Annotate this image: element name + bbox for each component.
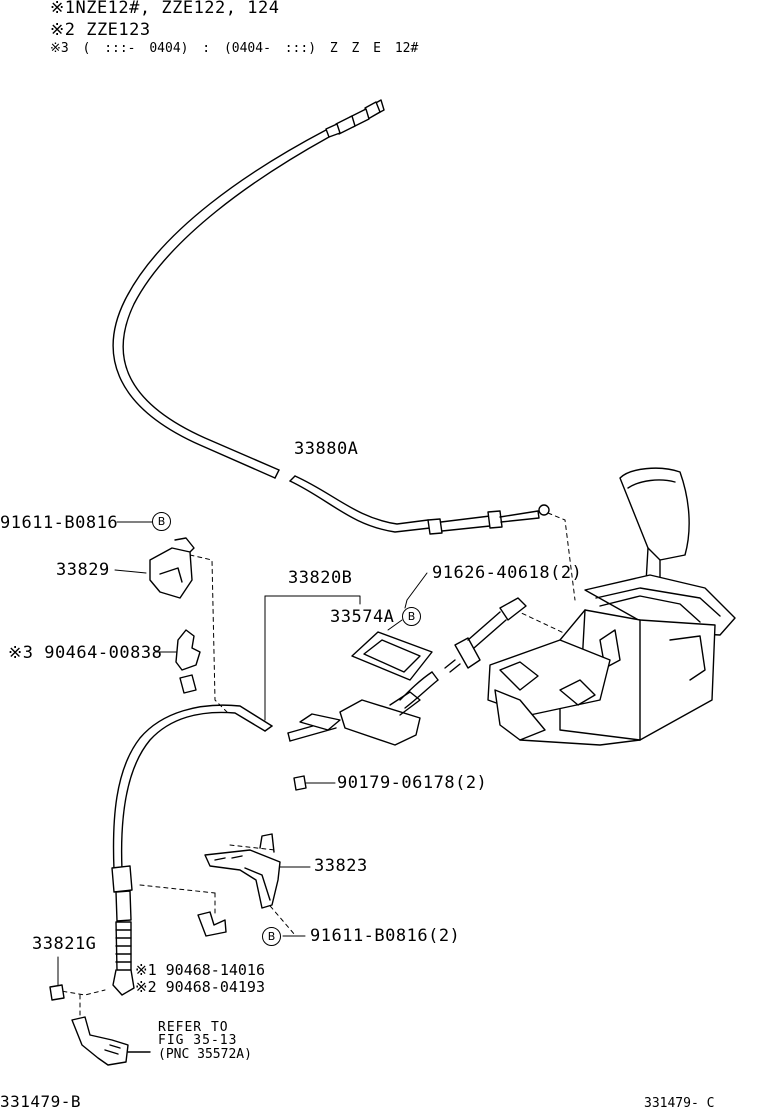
part-label-90468-14016[interactable]: ※1 90468-14016	[135, 961, 265, 979]
cable-33820b	[111, 704, 341, 996]
part-label-91611-b0816-top[interactable]: 91611-B0816	[0, 513, 119, 533]
part-label-33829[interactable]: 33829	[56, 560, 110, 580]
clip-90468	[197, 911, 227, 937]
leader-lines	[57, 521, 428, 986]
part-label-33574a[interactable]: 33574A	[330, 607, 395, 627]
shift-lever-assembly	[487, 467, 736, 746]
shift-cable-end	[444, 597, 527, 673]
refer-to-line: REFER TO	[158, 1020, 229, 1035]
part-label-33820b[interactable]: 33820B	[288, 568, 353, 588]
part-label-90468-04193[interactable]: ※2 90468-04193	[135, 978, 265, 996]
part-label-90464-00838[interactable]: ※3 90464-00838	[8, 643, 163, 663]
marker-b-1: B	[152, 512, 171, 531]
marker-b-3: B	[262, 927, 281, 946]
part-label-90179-06178[interactable]: 90179-06178(2)	[337, 773, 488, 793]
diagram-id-right: 331479- C	[644, 1096, 715, 1111]
grommet-33574a	[339, 631, 439, 746]
part-label-91611-b0816-bottom[interactable]: 91611-B0816(2)	[310, 926, 461, 946]
note-1: ※1NZE12#, ZZE122, 124	[50, 0, 280, 18]
refer-pnc: (PNC 35572A)	[158, 1047, 252, 1062]
part-label-33821g[interactable]: 33821G	[32, 934, 97, 954]
part-label-91626-40618[interactable]: 91626-40618(2)	[432, 563, 583, 583]
diagram-id-left: 331479-B	[0, 1092, 82, 1111]
clip-33829	[149, 537, 195, 599]
nut-90179	[293, 775, 307, 791]
clamp-90464	[175, 629, 201, 694]
bracket-33823	[204, 833, 281, 909]
cable-33880a	[112, 99, 550, 535]
marker-b-2: B	[402, 607, 421, 626]
refer-fig-link[interactable]: FIG 35-13	[158, 1033, 238, 1048]
bracket-ref	[71, 1016, 151, 1066]
part-label-33823[interactable]: 33823	[314, 856, 368, 876]
part-label-33880a[interactable]: 33880A	[294, 439, 359, 459]
note-3: ※3 ( :::- 0404) : (0404- :::) Z Z E 12#	[50, 41, 419, 56]
note-2: ※2 ZZE123	[50, 20, 151, 40]
nut-33821g	[49, 984, 65, 1001]
